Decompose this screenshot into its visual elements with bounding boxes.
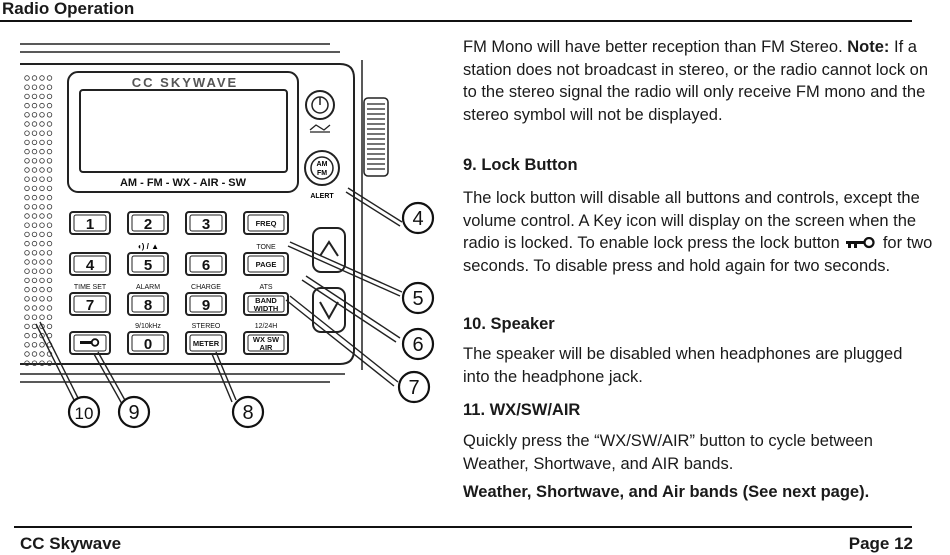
key-6: 6 — [185, 252, 227, 276]
svg-text:4: 4 — [412, 208, 423, 230]
svg-text:5: 5 — [144, 257, 152, 274]
svg-text:8: 8 — [242, 402, 253, 424]
svg-text:4: 4 — [86, 257, 95, 274]
section-11-heading: 11. WX/SW/AIR — [463, 401, 581, 419]
radio-front-panel-figure: CC SKYWAVE AM - FM - WX - AIR - SW AM FM… — [0, 30, 450, 440]
freq-button: FREQ — [243, 211, 289, 235]
callout-4: 4 — [401, 201, 435, 235]
svg-text:ALERT: ALERT — [310, 193, 334, 200]
speaker-grille — [24, 75, 53, 366]
svg-text:6: 6 — [412, 334, 423, 356]
key-4: 4 — [69, 252, 111, 276]
section-9-heading: 9. Lock Button — [463, 156, 578, 174]
callout-9: 9 — [117, 395, 151, 429]
svg-text:3: 3 — [202, 216, 210, 233]
lock-button — [69, 331, 111, 355]
svg-text:BAND: BAND — [255, 296, 277, 305]
footer-product-name: CC Skywave — [20, 534, 122, 553]
svg-text:0: 0 — [144, 336, 152, 353]
brand-logo: CC SKYWAVE — [132, 75, 238, 90]
key-7: 7 TIME SET — [69, 284, 111, 316]
key-5: 5 — [127, 252, 169, 276]
key-8: 8 ALARM — [127, 284, 169, 316]
svg-text:◖) / ▲: ◖) / ▲ — [137, 242, 159, 251]
svg-text:STEREO: STEREO — [192, 323, 221, 330]
footer-rule — [14, 526, 912, 528]
key-2: 2 — [127, 211, 169, 235]
svg-text:TONE: TONE — [256, 244, 276, 251]
svg-text:WX SW: WX SW — [253, 335, 280, 344]
svg-text:TIME SET: TIME SET — [74, 284, 107, 291]
svg-text:2: 2 — [144, 216, 152, 233]
svg-text:FREQ: FREQ — [256, 219, 277, 228]
svg-text:9/10kHz: 9/10kHz — [135, 323, 161, 330]
chevron-up-icon — [319, 240, 339, 257]
section-11-text: Quickly press the “WX/SW/AIR” button to … — [463, 432, 873, 473]
svg-text:6: 6 — [202, 257, 210, 274]
sleep-icon — [309, 124, 331, 131]
lock-key-icon — [80, 338, 100, 347]
meter-button: METER STEREO — [185, 323, 227, 355]
svg-text:9: 9 — [202, 297, 210, 314]
svg-text:FM: FM — [317, 170, 327, 177]
svg-text:7: 7 — [86, 297, 94, 314]
page-button: PAGE TONE — [243, 244, 289, 276]
section-9-text: The lock button will disable all buttons… — [463, 189, 933, 275]
section-11-bold-note: Weather, Shortwave, and Air bands (See n… — [463, 483, 870, 501]
header-rule — [0, 20, 912, 22]
key-0: 0 9/10kHz — [127, 323, 169, 355]
svg-text:12/24H: 12/24H — [255, 323, 278, 330]
svg-text:9: 9 — [128, 402, 139, 424]
svg-text:8: 8 — [144, 297, 152, 314]
callout-10: 10 — [67, 395, 101, 429]
svg-text:ALARM: ALARM — [136, 284, 160, 291]
chevron-down-icon — [319, 301, 339, 321]
tune-down-button — [312, 287, 346, 333]
key-icon — [846, 237, 875, 249]
callout-6: 6 — [401, 327, 435, 361]
svg-text:5: 5 — [412, 288, 423, 310]
stereo-note-paragraph: FM Mono will have better reception than … — [463, 38, 929, 124]
callout-8: 8 — [231, 395, 265, 429]
svg-text:PAGE: PAGE — [256, 260, 277, 269]
callout-7: 7 — [397, 370, 431, 404]
svg-text:AIR: AIR — [260, 343, 274, 352]
tune-up-button — [312, 227, 346, 273]
page-header-title: Radio Operation — [2, 0, 135, 18]
svg-text:WIDTH: WIDTH — [254, 304, 279, 313]
key-3: 3 — [185, 211, 227, 235]
svg-text:7: 7 — [408, 377, 419, 399]
callout-5: 5 — [401, 281, 435, 315]
svg-text:AM: AM — [317, 161, 328, 168]
svg-text:ATS: ATS — [259, 284, 272, 291]
tuning-knob — [363, 97, 389, 177]
key-9: 9 CHARGE — [185, 284, 227, 316]
svg-text:10: 10 — [75, 404, 94, 423]
section-10-text: The speaker will be disabled when headph… — [463, 345, 903, 386]
band-label: AM - FM - WX - AIR - SW — [120, 177, 247, 189]
key-1: 1 — [69, 211, 111, 235]
footer-page-number: Page 12 — [848, 534, 913, 553]
keypad: 1 2 3 FREQ 4 5 6 PAGE TONE 7 TIME SET 8 ALARM 9 CHARGE… — [69, 211, 289, 355]
svg-text:CHARGE: CHARGE — [191, 284, 221, 291]
section-10-heading: 10. Speaker — [463, 315, 555, 333]
svg-text:METER: METER — [193, 339, 220, 348]
svg-text:1: 1 — [86, 216, 94, 233]
